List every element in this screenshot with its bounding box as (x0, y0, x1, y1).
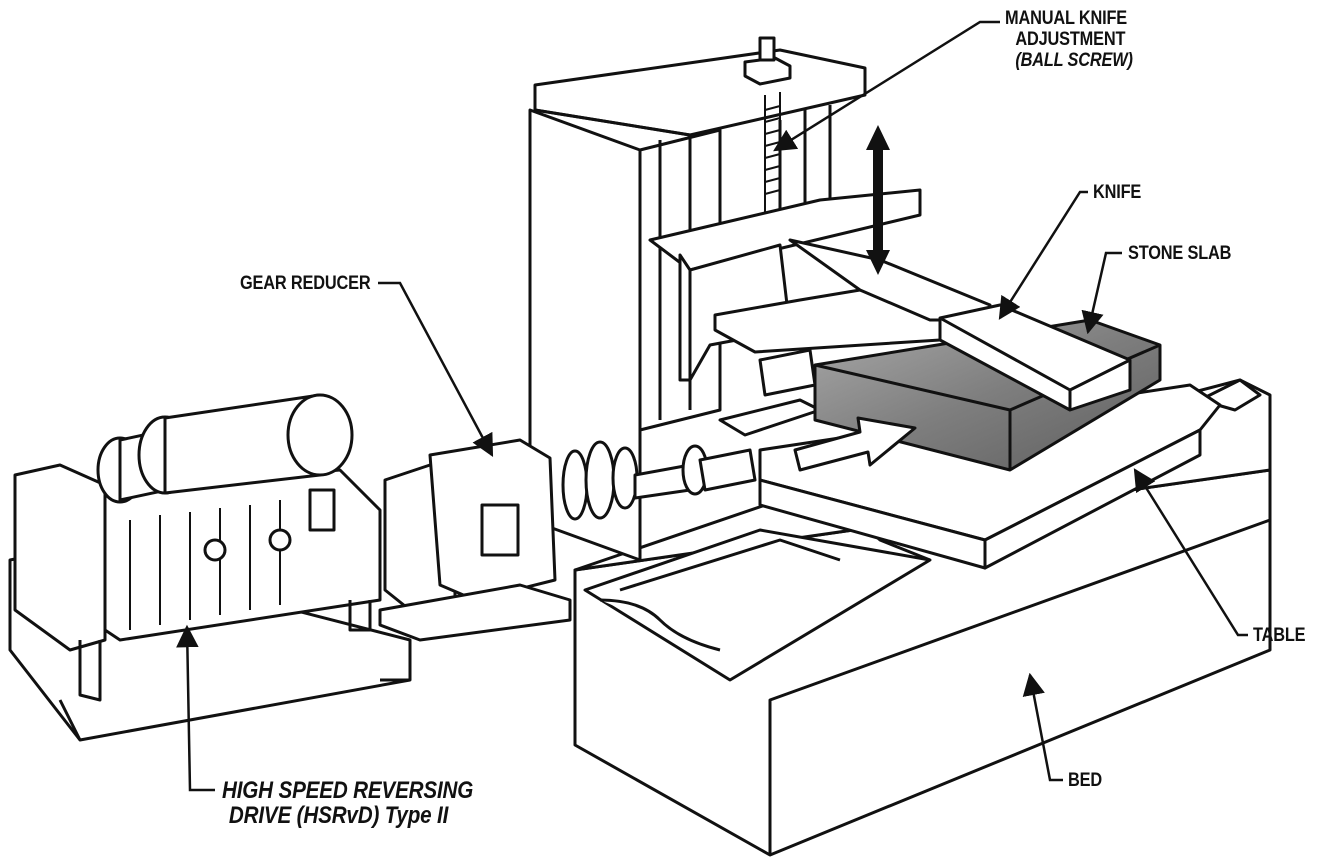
label-bed: BED (1068, 770, 1102, 791)
hsrvd-drive (8, 393, 412, 742)
label-hsrvd-line1: HIGH SPEED REVERSING (222, 777, 474, 804)
label-gear-reducer: GEAR REDUCER (240, 273, 371, 294)
label-hsrvd-line2: DRIVE (HSRvD) Type II (228, 802, 449, 829)
knife-adjust-arrow (866, 125, 890, 275)
knife-head (648, 188, 1132, 412)
label-knife: KNIFE (1093, 182, 1142, 203)
label-table: TABLE (1253, 625, 1306, 646)
bed (573, 378, 1272, 857)
leader-knife (998, 190, 1088, 320)
label-manual-knife-line1: MANUAL KNIFE (1005, 8, 1127, 29)
label-hsrvd: HIGH SPEED REVERSING DRIVE (HSRvD) Type … (222, 778, 473, 828)
leader-bed (1022, 672, 1063, 782)
label-manual-knife-adjustment: MANUAL KNIFE ADJUSTMENT (BALL SCREW) (1005, 8, 1177, 71)
leader-manual-knife (773, 20, 1000, 152)
table-motion-arrow (793, 416, 917, 472)
leader-table (1133, 468, 1248, 637)
label-manual-knife-line2: ADJUSTMENT (1015, 29, 1126, 50)
label-manual-knife-line3: (BALL SCREW) (1015, 50, 1133, 71)
label-stone-slab: STONE SLAB (1128, 243, 1232, 264)
leader-stone-slab (1081, 251, 1122, 335)
gear-reducer (378, 438, 757, 642)
leader-hsrvd (176, 624, 215, 792)
leader-gear-reducer (378, 281, 494, 457)
